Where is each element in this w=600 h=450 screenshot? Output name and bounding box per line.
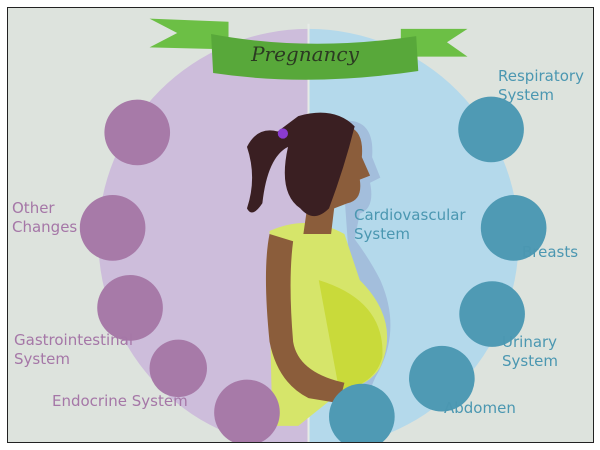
title: Pregnancy bbox=[251, 42, 359, 66]
topic-circle-abdomen bbox=[409, 345, 475, 412]
infographic-frame bbox=[7, 7, 594, 443]
label-other-changes: Other Changes bbox=[12, 199, 77, 237]
label-line: Respiratory bbox=[498, 67, 584, 85]
label-urinary: Urinary System bbox=[502, 333, 558, 371]
label-breasts: Breasts bbox=[522, 243, 579, 261]
title-ribbon bbox=[149, 18, 468, 80]
label-line: System bbox=[14, 350, 70, 368]
topic-circle-endocrine bbox=[214, 379, 280, 442]
label-line: Changes bbox=[12, 218, 78, 236]
topic-circle-breasts bbox=[480, 195, 547, 261]
topic-circle-respiratory bbox=[458, 96, 524, 163]
label-respiratory: Respiratory System bbox=[498, 67, 584, 105]
label-line: Cardiovascular bbox=[354, 206, 466, 224]
topic-circle-mid-left bbox=[97, 275, 163, 341]
label-line: Urinary bbox=[502, 333, 558, 351]
topic-circle-gastrointestinal bbox=[149, 339, 207, 398]
topic-circle-urinary bbox=[459, 281, 525, 347]
topic-circle-other-changes bbox=[79, 195, 146, 261]
label-line: System bbox=[498, 86, 554, 104]
label-gastrointestinal: Gastrointestinal System bbox=[14, 331, 133, 369]
label-line: Gastrointestinal bbox=[14, 331, 134, 349]
label-endocrine: Endocrine System bbox=[52, 392, 188, 410]
diagram-graphics bbox=[79, 18, 547, 442]
label-line: Other bbox=[12, 199, 55, 217]
label-line: System bbox=[502, 352, 558, 370]
label-line: System bbox=[354, 225, 410, 243]
topic-circle-top-left bbox=[104, 99, 171, 166]
pregnant-woman-silhouette bbox=[246, 112, 391, 426]
purple-topic-circles bbox=[79, 99, 280, 442]
label-abdomen: Abdomen bbox=[444, 399, 516, 417]
topic-circle-cardiovascular bbox=[329, 383, 395, 442]
label-cardiovascular: Cardiovascular System bbox=[354, 206, 466, 244]
blue-topic-circles bbox=[329, 96, 547, 442]
